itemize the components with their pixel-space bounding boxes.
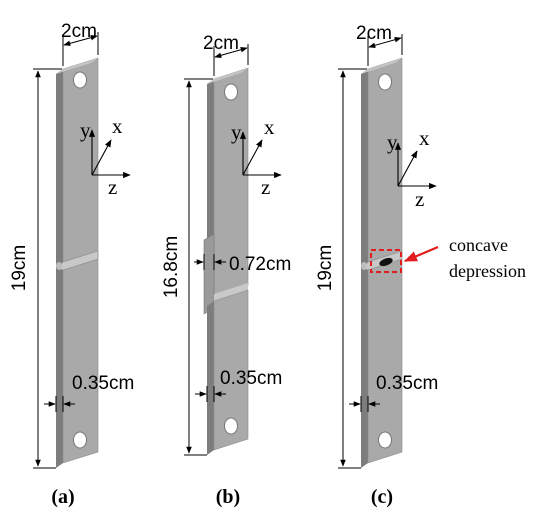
panel-label-b: (b) <box>216 486 240 508</box>
weld-bead-a <box>56 250 99 271</box>
depression-highlight-box <box>370 249 402 273</box>
length-label-c: 19cm <box>315 245 336 291</box>
specimen-c-top <box>361 58 402 74</box>
width-dimension-a: 2cm <box>61 21 99 66</box>
specimen-b <box>203 67 249 455</box>
depression-annotation: concave depression <box>449 235 526 281</box>
length-dimension-a: 19cm <box>9 68 62 469</box>
coordinate-axes-c: y x z <box>387 126 437 211</box>
length-label-a: 19cm <box>9 245 30 291</box>
axis-y-label-c: y <box>387 130 398 154</box>
width-dimension-b: 2cm <box>203 33 249 76</box>
panel-a: 2cm 19cm 0.35cm y x z (a) <box>9 21 134 508</box>
thickness-dimension-a: 0.35cm <box>44 373 134 412</box>
axis-y-label-a: y <box>80 118 91 142</box>
specimen-b-lower-side <box>207 301 214 455</box>
panel-b: 2cm 16.8cm 0.72cm 0.35cm <box>161 33 291 508</box>
bolt-hole-top-b <box>224 83 238 101</box>
depression-annotation-line-2: depression <box>449 261 526 281</box>
coordinate-axes-b: y x z <box>231 115 282 199</box>
width-dimension-c: 2cm <box>356 23 403 66</box>
thickness-dimension-c: 0.35cm <box>349 373 438 412</box>
bolt-hole-top-c <box>378 73 392 91</box>
axis-z-label-a: z <box>108 175 117 199</box>
weld-bead-end-c <box>361 262 367 270</box>
axis-x-label-a: x <box>112 114 123 138</box>
thickness-label-b: 0.35cm <box>220 368 282 389</box>
panel-label-c: (c) <box>371 486 393 508</box>
length-dimension-c: 19cm <box>315 68 367 469</box>
coordinate-axes-a: y x z <box>80 114 131 199</box>
thickness-label-c: 0.35cm <box>376 373 438 394</box>
width-label-c: 2cm <box>356 23 392 44</box>
specimen-a <box>56 57 99 468</box>
depression-annotation-line-1: concave <box>449 235 508 255</box>
step-dimension-b: 0.72cm <box>194 254 291 275</box>
bolt-hole-bottom-b <box>224 417 238 435</box>
bolt-hole-bottom-a <box>73 431 87 449</box>
specimen-a-top <box>56 58 98 74</box>
length-label-b: 16.8cm <box>161 236 182 298</box>
panel-c: concave depression 2cm 19cm 0.35cm <box>315 23 526 508</box>
thickness-label-a: 0.35cm <box>72 373 134 394</box>
width-label-b: 2cm <box>203 33 239 54</box>
step-label-b: 0.72cm <box>229 254 291 275</box>
width-label-a: 2cm <box>61 21 97 42</box>
concave-depression-mark <box>379 257 393 267</box>
axis-x-label-b: x <box>264 115 275 139</box>
axis-x-label-c: x <box>419 126 430 150</box>
thickness-dimension-b: 0.35cm <box>195 368 282 402</box>
bolt-hole-bottom-c <box>378 431 392 449</box>
specimen-c <box>361 57 403 468</box>
panel-label-a: (a) <box>51 486 74 508</box>
weld-bead-end-a <box>56 262 62 270</box>
specimen-b-step <box>203 233 215 315</box>
axis-z-label-c: z <box>415 187 424 211</box>
length-dimension-b: 16.8cm <box>161 78 213 456</box>
specimen-b-top <box>207 68 248 84</box>
bolt-hole-top-a <box>73 71 87 89</box>
depression-pointer-arrow <box>403 245 439 263</box>
specimen-b-step-ledge <box>214 283 248 301</box>
axis-z-label-b: z <box>261 175 270 199</box>
axis-y-label-b: y <box>231 120 242 144</box>
